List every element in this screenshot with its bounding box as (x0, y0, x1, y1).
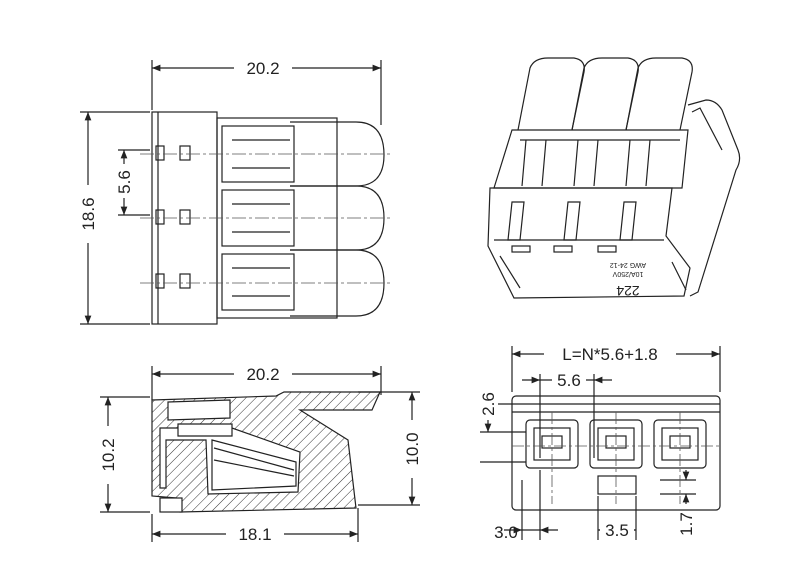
side-view (100, 366, 420, 542)
front-body-outline (511, 395, 721, 511)
front-pitch-label: 5.6 (557, 371, 581, 390)
front-length-label: L=N*5.6+1.8 (562, 345, 657, 364)
top-height-label: 18.6 (79, 197, 98, 230)
front-height-label: 2.6 (479, 392, 498, 416)
side-right-height-label: 10.0 (403, 432, 422, 465)
top-center-lines (140, 153, 392, 284)
side-left-height-label: 10.2 (99, 438, 118, 471)
front-center-lines (512, 412, 722, 504)
iso-marking-line3: AWG 24-12 (610, 261, 646, 268)
iso-marking-line1: 224 (616, 283, 640, 299)
side-width-label: 20.2 (246, 365, 279, 384)
top-body-outline (151, 111, 218, 325)
iso-marking: 224 10A/250V AWG 24-12 (610, 261, 646, 299)
top-pitch-label: 5.6 (115, 170, 134, 194)
iso-lever-3 (625, 57, 693, 131)
front-hole-label: 3.5 (605, 521, 629, 540)
iso-front-face (487, 187, 691, 299)
iso-view (487, 57, 741, 299)
front-bottom-label: 1.7 (677, 512, 696, 536)
front-left-offset-label: 3.0 (494, 523, 518, 542)
iso-marking-line2: 10A/250V (612, 270, 643, 277)
lever-lobe-1 (290, 121, 385, 187)
top-view (80, 60, 385, 325)
front-view (480, 346, 721, 540)
side-base-label: 18.1 (238, 525, 271, 544)
top-width-label: 20.2 (246, 59, 279, 78)
